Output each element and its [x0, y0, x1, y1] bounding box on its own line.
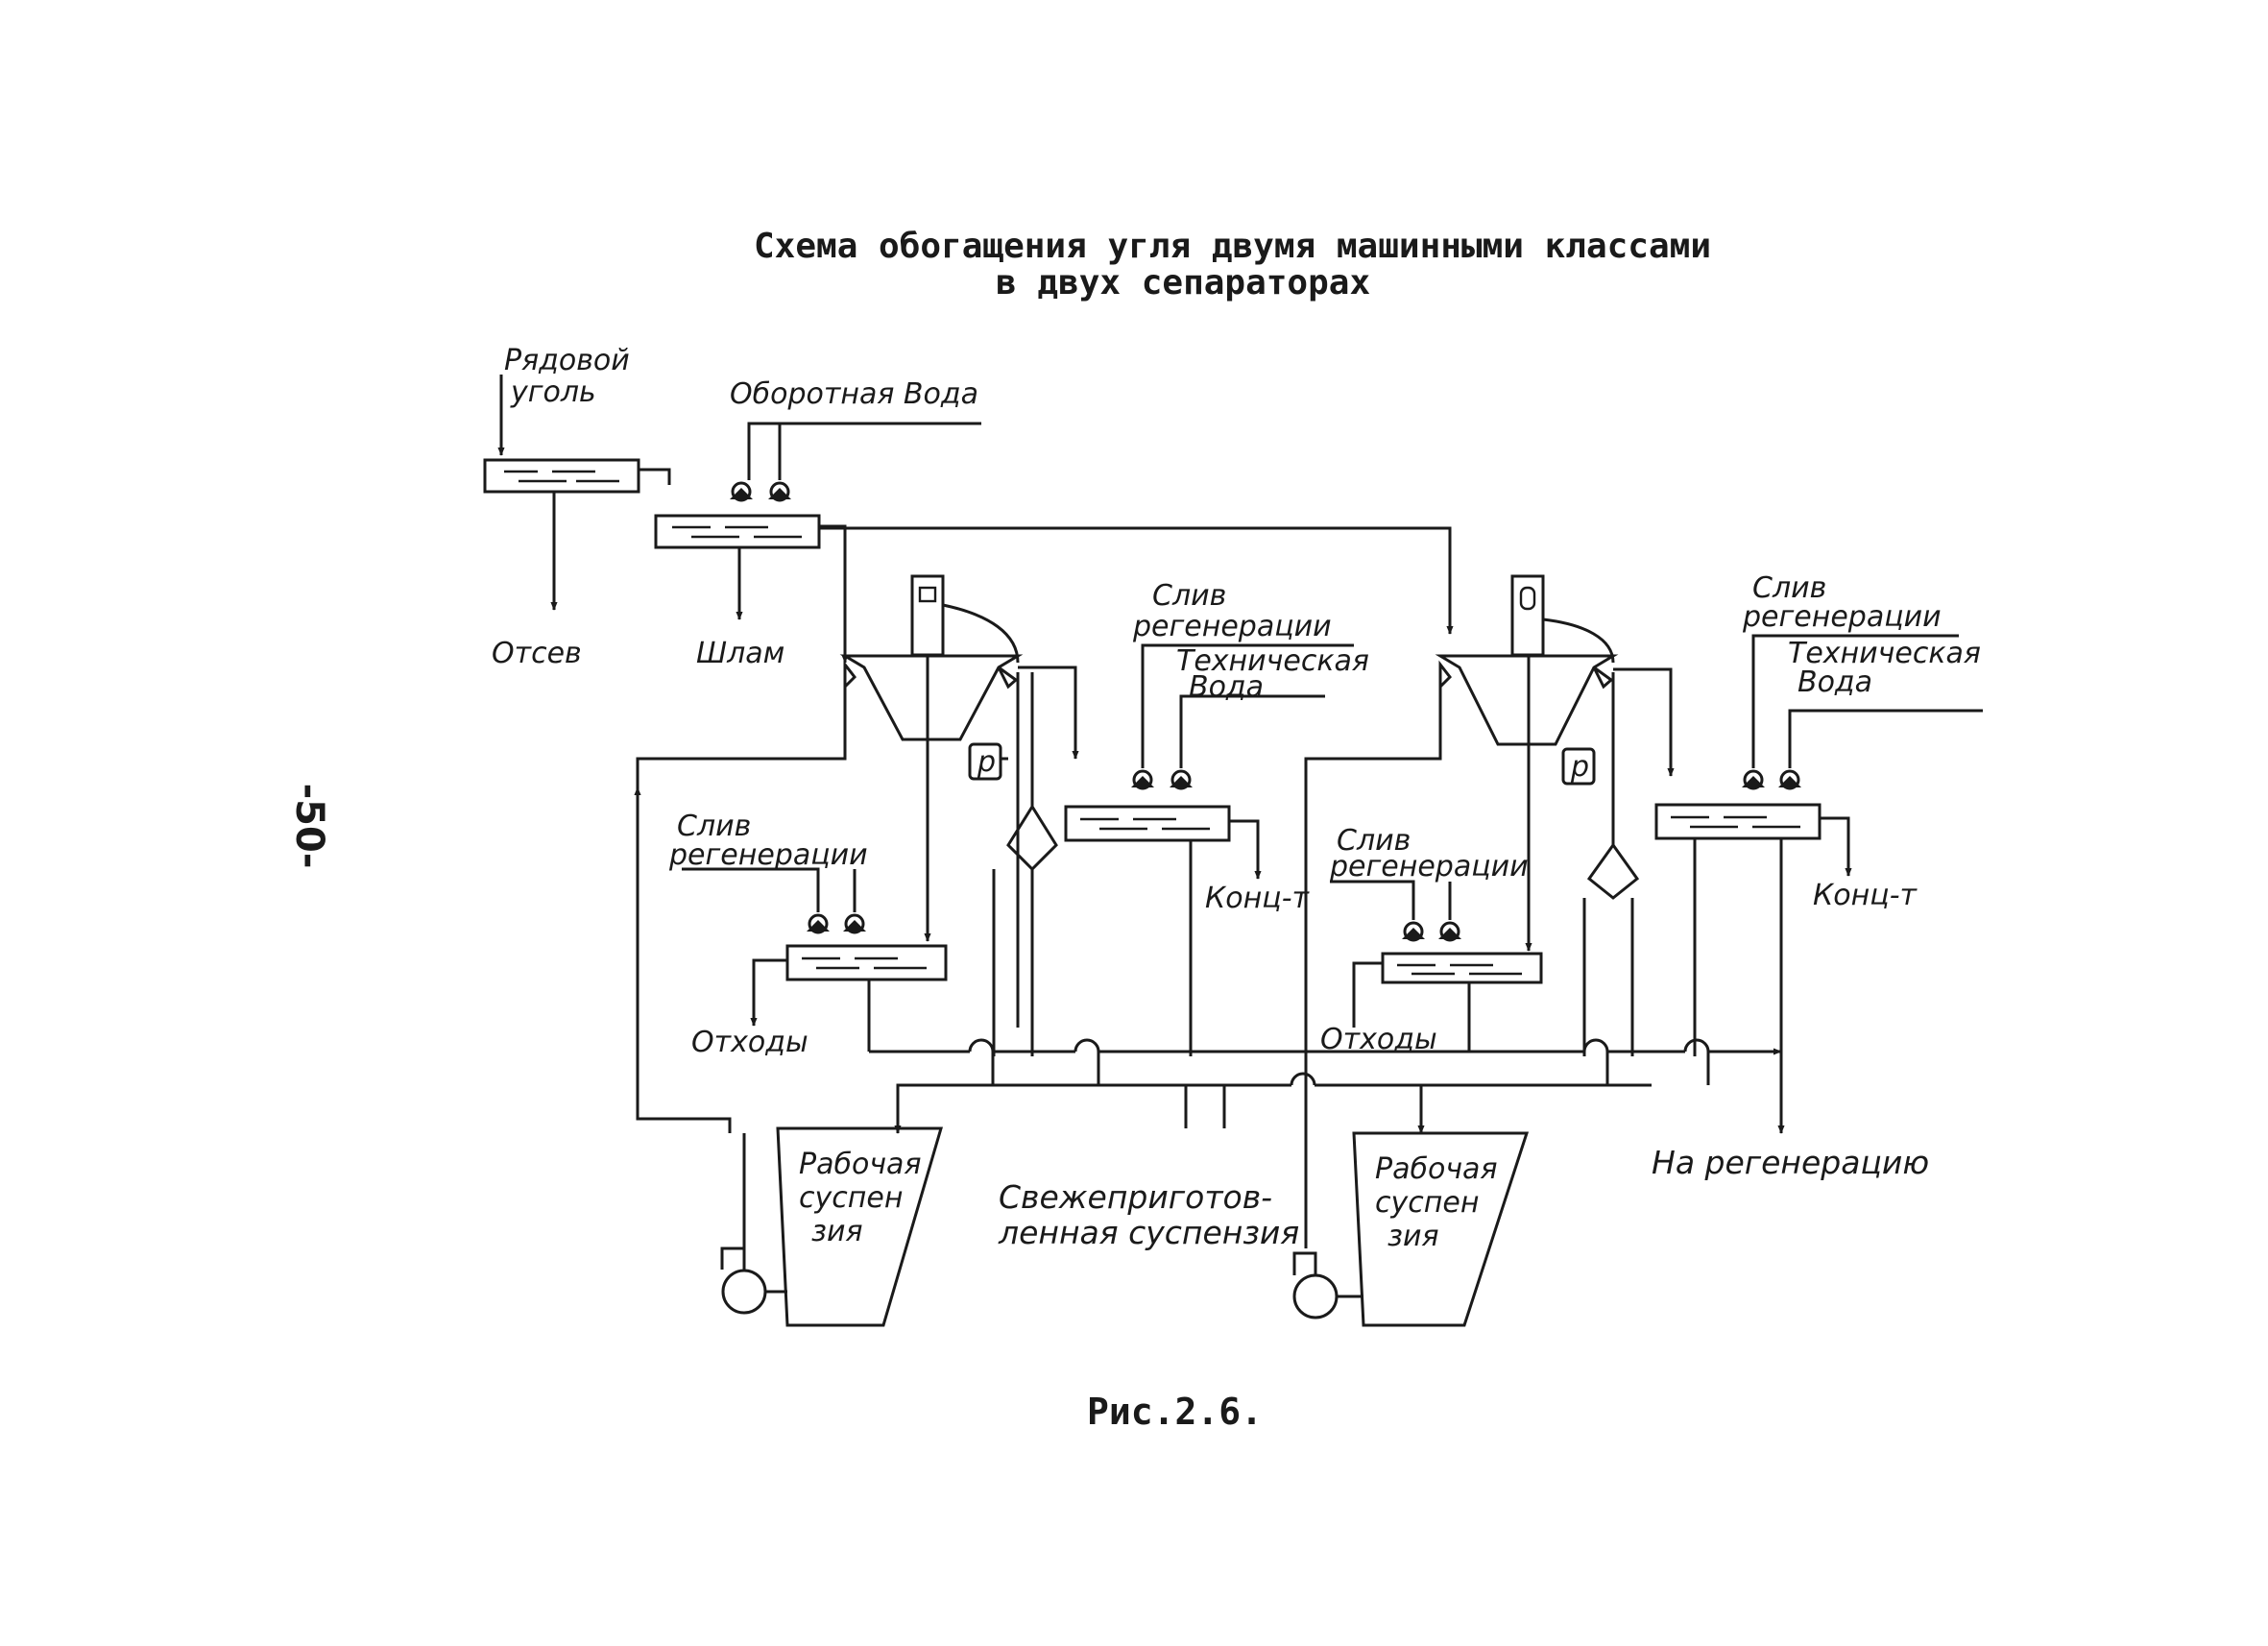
to-regeneration-label: На регенерацию — [1652, 1144, 1929, 1181]
recycled-water-label: Оборотная Вода — [730, 377, 978, 411]
working-susp-1-label-1: Рабочая — [799, 1148, 922, 1181]
diagram-title-line2: в двух сепараторах — [996, 263, 1371, 303]
waste-screen-1 — [682, 867, 948, 1023]
working-suspension-tank-1 — [776, 1126, 944, 1327]
sep1-return-line — [636, 687, 847, 1133]
splitter-1 — [1006, 804, 1058, 872]
regen-overflow-b-label-2: регенерации — [1742, 600, 1942, 634]
concentrate-screen-1 — [1064, 643, 1354, 842]
waste-screen-2 — [1330, 880, 1543, 1028]
tech-water-b-label-1: Техническая — [1788, 637, 1981, 670]
working-suspension-tank-2 — [1352, 1131, 1530, 1327]
tech-water-b-label-2: Вода — [1798, 666, 1872, 699]
raw-coal-label-1: Рядовой — [504, 344, 630, 377]
working-susp-2-label-2: суспен — [1375, 1186, 1479, 1220]
working-susp-1-label-3: зия — [811, 1215, 863, 1248]
working-susp-2-label-1: Рабочая — [1375, 1152, 1498, 1186]
densimeter-2-label: р — [1570, 750, 1589, 784]
raw-coal-screen — [483, 458, 671, 494]
working-susp-2-label-3: зия — [1387, 1220, 1439, 1253]
pump-1 — [720, 1133, 787, 1315]
regen-overflow-d-label-2: регенерации — [1329, 850, 1529, 884]
concentrate-2-label: Конц-т — [1813, 879, 1918, 912]
working-susp-1-label-2: суспен — [799, 1181, 903, 1215]
waste-1-label: Отходы — [691, 1026, 808, 1059]
fresh-suspension-label-2: ленная суспензия — [998, 1214, 1299, 1251]
regen-overflow-a-label-1: Слив — [1152, 579, 1226, 613]
desliming-screen — [654, 514, 847, 549]
figure-caption: Рис.2.6. — [1087, 1391, 1264, 1433]
densimeter-1 — [968, 742, 1002, 781]
separator-1 — [839, 574, 1024, 741]
working-medium-collector — [896, 1052, 1710, 1133]
waste-2-label: Отходы — [1320, 1023, 1437, 1056]
raw-coal-label-2: уголь — [510, 375, 596, 409]
concentrate-screen-2 — [1654, 634, 1983, 840]
slurry-label: Шлам — [696, 637, 784, 670]
densimeter-1-label: р — [977, 745, 996, 779]
coarse-class-line — [819, 526, 1454, 635]
screenings-label: Отсев — [492, 637, 582, 670]
diagram-title-line1: Схема обогащения угля двумя машинными кл… — [754, 227, 1711, 266]
sep2-return-line — [1304, 687, 1442, 1248]
sep1-float-line — [1018, 666, 1079, 760]
separator-2 — [1435, 574, 1619, 746]
sep2-float-line — [1613, 667, 1675, 777]
fresh-suspension-label-1: Свежеприготов- — [999, 1178, 1272, 1216]
regen-overflow-a-label-2: регенерации — [1132, 610, 1332, 643]
tech-water-a-label-2: Вода — [1189, 670, 1264, 704]
densimeter-2 — [1561, 747, 1596, 786]
regen-overflow-b-label-1: Слив — [1752, 571, 1826, 605]
tech-water-a-label-1: Техническая — [1176, 644, 1369, 678]
pump-2 — [1292, 1251, 1363, 1319]
concentrate-1-label: Конц-т — [1205, 882, 1311, 915]
regen-overflow-c-label-1: Слив — [677, 810, 751, 843]
dilute-medium-collector — [869, 1038, 1782, 1055]
splitter-2 — [1586, 842, 1640, 900]
regen-overflow-d-label-1: Слив — [1337, 824, 1411, 858]
recycled-water-sprayers — [730, 422, 981, 502]
regen-overflow-c-label-2: регенерации — [668, 838, 868, 872]
